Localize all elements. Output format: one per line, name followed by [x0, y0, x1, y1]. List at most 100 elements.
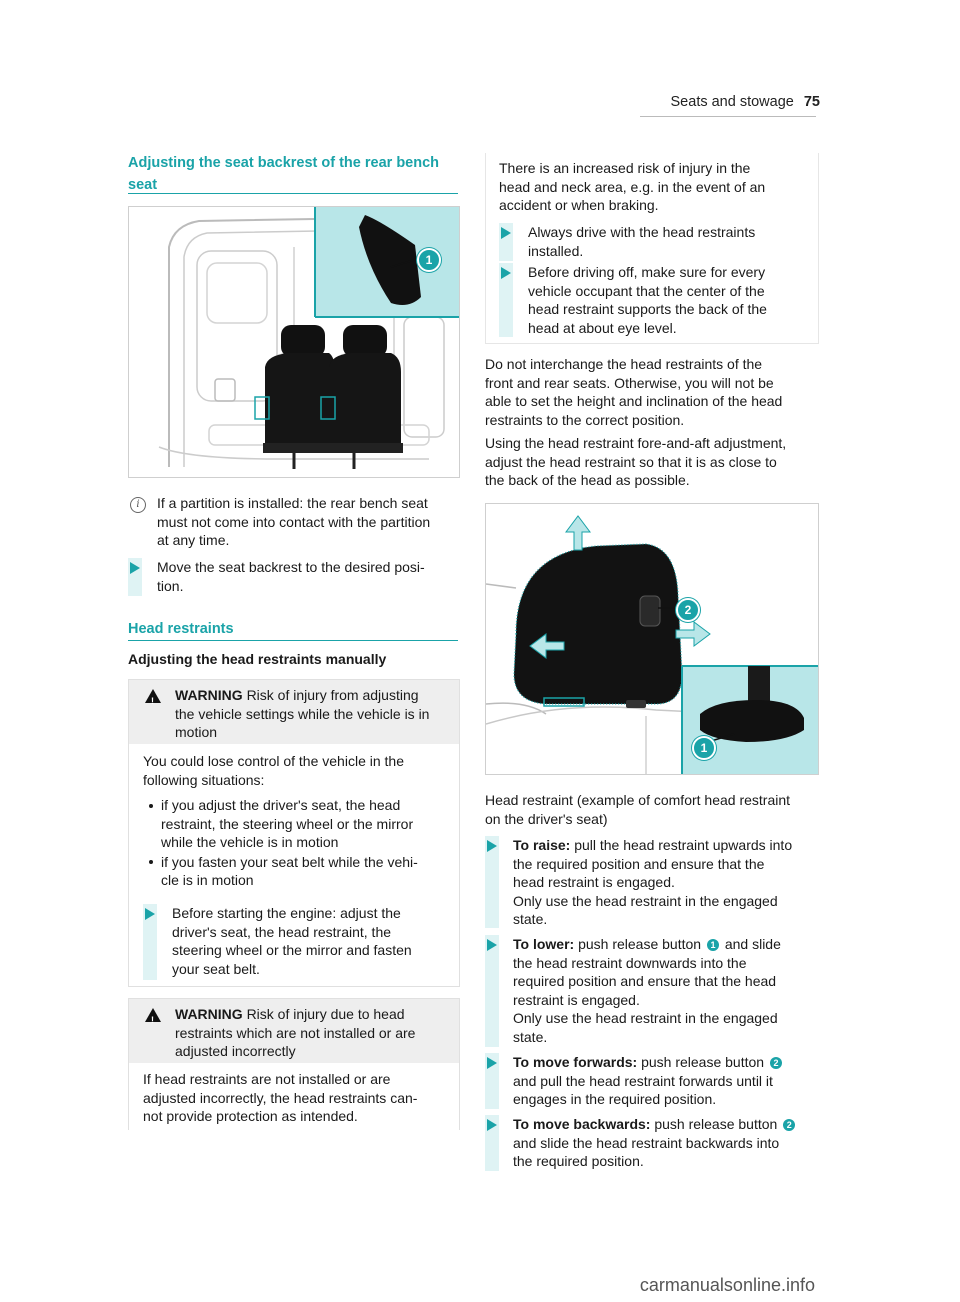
step-line: head restraint is engaged. [513, 874, 675, 890]
step-line: vehicle occupant that the center of the [528, 282, 765, 299]
warning-icon [145, 1008, 161, 1030]
step-line: push release button [637, 1054, 768, 1070]
heading-head-restraints: Head restraints [128, 621, 234, 637]
step-line: the head restraint downwards into the [513, 954, 747, 971]
step-label: To raise: [513, 837, 571, 853]
intro-line: You could lose control of the vehicle in… [143, 753, 404, 769]
step-line: push release button [650, 1116, 782, 1132]
info-step-1: Always drive with the head restraints in… [499, 223, 809, 261]
step-bar [485, 935, 499, 1047]
step-line: head at about eye level. [528, 319, 677, 336]
para-line: Using the head restraint fore-and-aft ad… [485, 435, 787, 451]
step-label: To move backwards: [513, 1116, 651, 1132]
step-line: Move the seat backrest to the desired po… [157, 559, 425, 575]
step-line: pull the head restraint upwards into [570, 837, 793, 853]
info-line: accident or when braking. [499, 197, 659, 213]
warning-bullets: if you adjust the driver's seat, the hea… [143, 796, 453, 890]
step-line: Only use the head restraint in the engag… [513, 1010, 778, 1026]
step-arrow-icon [487, 939, 497, 951]
head-restraint-illustration [486, 515, 818, 774]
note-line: at any time. [157, 532, 230, 548]
bullet-line: while the vehicle is in motion [161, 834, 339, 850]
info-step-2: Before driving off, make sure for every … [499, 263, 809, 337]
heading-rule [128, 640, 458, 641]
subheading-adjust-manual: Adjusting the head restraints manually [128, 651, 387, 667]
step-line: and slide [720, 936, 781, 952]
page-number: 75 [803, 94, 820, 110]
section-title: Seats and stowage [670, 94, 794, 110]
step-arrow-icon [501, 227, 511, 239]
step-arrow-icon [487, 840, 497, 852]
step-line: your seat belt. [172, 960, 260, 977]
step-arrow-icon [487, 1057, 497, 1069]
step-backwards: To move backwards: push release button 2… [485, 1115, 818, 1171]
warning-label: WARNING [175, 687, 243, 703]
intro-line: following situations: [143, 771, 265, 788]
bullet-item: if you fasten your seat belt while the v… [143, 853, 453, 890]
heading-line: Adjusting the seat backrest of the rear … [128, 155, 440, 171]
step-forwards: To move forwards: push release button 2 … [485, 1053, 818, 1109]
warning-header: WARNING Risk of injury from adjusting th… [129, 680, 459, 744]
callout-2: 2 [676, 598, 700, 622]
step-line: head restraint supports the back of the [528, 301, 767, 317]
warning-intro: You could lose control of the vehicle in… [143, 752, 453, 789]
warning-box-not-installed: WARNING Risk of injury due to head restr… [128, 998, 460, 1130]
para-line: adjust the head restraint so that it is … [485, 453, 777, 470]
para-line: front and rear seats. Otherwise, you wil… [485, 374, 774, 391]
step-line: state. [513, 911, 548, 927]
info-line: head and neck area, e.g. in the event of… [499, 178, 766, 195]
release-button-badge: 1 [706, 939, 719, 951]
para-fore-aft: Using the head restraint fore-and-aft ad… [485, 434, 818, 490]
step-line: engages in the required position. [513, 1091, 717, 1107]
para-interchange: Do not interchange the head restraints o… [485, 355, 818, 429]
step-arrow-icon [145, 908, 155, 920]
para-line: Do not interchange the head restraints o… [485, 356, 763, 372]
warning-step: Before starting the engine: adjust the d… [143, 904, 443, 980]
note-line: If a partition is installed: the rear be… [157, 495, 428, 511]
body-line: not provide protection as intended. [143, 1108, 358, 1124]
bullet-line: cle is in motion [161, 872, 254, 888]
note-line: must not come into contact with the part… [157, 513, 431, 530]
running-header: Seats and stowage 75 [671, 94, 820, 110]
callout-1: 1 [417, 248, 441, 272]
step-line: Before driving off, make sure for every [528, 264, 766, 280]
step-arrow-icon [487, 1119, 497, 1131]
step-line: installed. [528, 242, 584, 259]
step-arrow-icon [501, 267, 511, 279]
figure-caption: Head restraint (example of comfort head … [485, 791, 818, 828]
step-line: Before starting the engine: adjust the [172, 905, 401, 921]
warning-body: If head restraints are not installed or … [143, 1070, 453, 1126]
step-line: the required position. [513, 1153, 644, 1169]
caption-line: Head restraint (example of comfort head … [485, 792, 791, 808]
warning-title-line: the vehicle settings while the vehicle i… [175, 705, 430, 722]
bullet-item: if you adjust the driver's seat, the hea… [143, 796, 453, 852]
figure-rear-bench: 1 [128, 206, 460, 478]
warning-title-line: motion [175, 724, 218, 740]
callout-1: 1 [692, 736, 716, 760]
rear-bench-illustration [158, 207, 459, 469]
step-line: the required position and ensure that th… [513, 855, 765, 872]
release-button-badge: 2 [769, 1057, 782, 1069]
para-line: the back of the head as possible. [485, 472, 690, 488]
warning-icon [145, 689, 161, 711]
info-icon: i [130, 497, 146, 513]
heading-line: seat [128, 177, 158, 193]
warning-title-line: Risk of injury due to head [246, 1006, 405, 1022]
step-line: restraint is engaged. [513, 991, 640, 1008]
partition-note: If a partition is installed: the rear be… [157, 494, 457, 550]
step-line: required position and ensure that the he… [513, 973, 777, 989]
injury-info-box: There is an increased risk of injury in … [485, 153, 819, 344]
step-line: tion. [157, 577, 184, 594]
step-line: driver's seat, the head restraint, the [172, 923, 392, 940]
bullet-line: restraint, the steering wheel or the mir… [161, 815, 414, 832]
step-bar [143, 904, 157, 980]
warning-header: WARNING Risk of injury due to head restr… [129, 999, 459, 1063]
step-arrow-icon [130, 562, 140, 574]
bullet-line: if you adjust the driver's seat, the hea… [161, 797, 401, 813]
info-line: There is an increased risk of injury in … [499, 160, 751, 176]
watermark: carmanualsonline.info [639, 1275, 815, 1295]
step-line: Always drive with the head restraints [528, 224, 756, 240]
figure-head-restraint: 2 1 [485, 503, 819, 775]
bullet-dot [149, 804, 153, 808]
step-line: Only use the head restraint in the engag… [513, 892, 778, 909]
